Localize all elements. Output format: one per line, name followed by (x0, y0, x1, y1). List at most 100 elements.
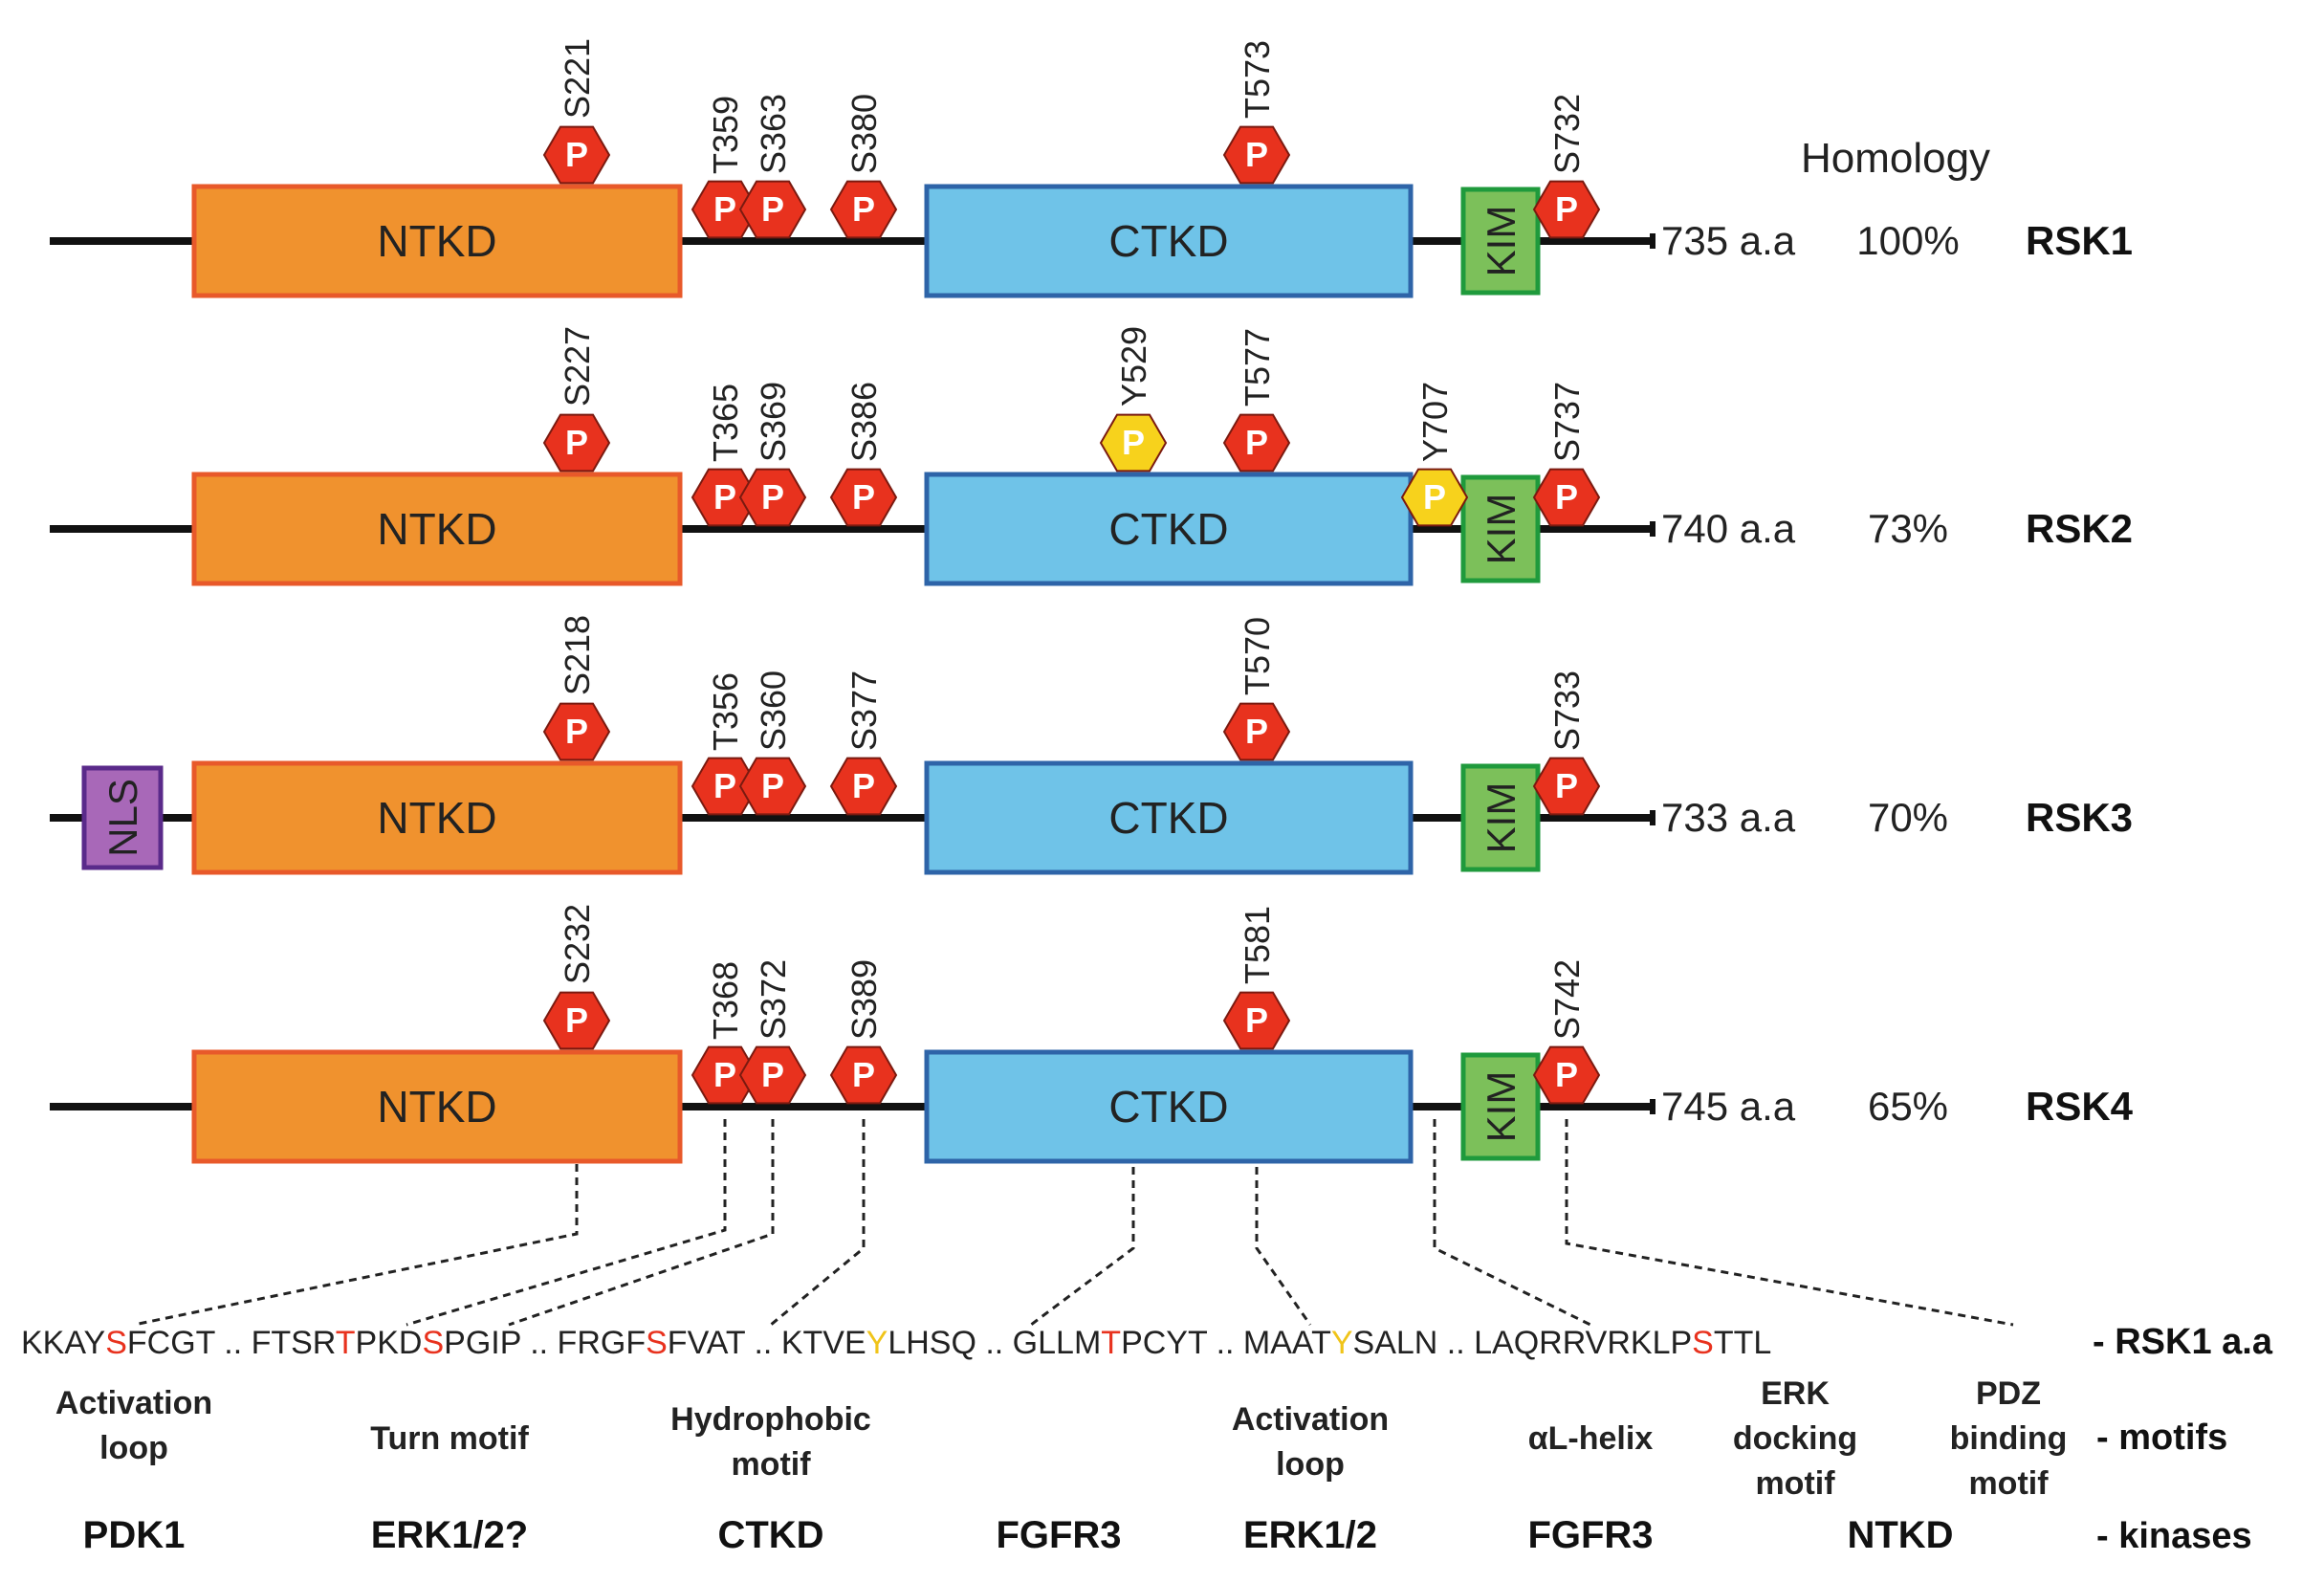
sequence-segment: FCGT .. FTSR (127, 1325, 336, 1361)
phospho-hexagon (829, 757, 898, 816)
site-label-ctkd: T570 (1238, 617, 1277, 695)
kinase-label: FGFR3 (996, 1514, 1121, 1556)
highlighted-residue: S (105, 1325, 127, 1361)
site-label-linker-2: S372 (754, 959, 793, 1040)
phospho-hexagon (542, 125, 611, 185)
site-label-ctkd: T581 (1238, 906, 1277, 984)
motif-line: binding (1950, 1420, 2068, 1457)
sequence-segment: LHSQ .. GLLM (888, 1325, 1101, 1361)
phospho-symbol: P (1245, 1000, 1268, 1040)
phospho-site-ctkd: P (1222, 125, 1291, 185)
phospho-symbol: P (852, 766, 875, 805)
site-label-ntkd: S227 (558, 326, 597, 407)
site-label-linker-1: T356 (706, 672, 745, 751)
sequence-row-label: - RSK1 a.a (2093, 1322, 2273, 1362)
motif-line: Hydrophobic (670, 1401, 871, 1438)
phospho-symbol: P (713, 766, 736, 805)
phospho-site-linker-3: P (829, 468, 898, 527)
dashed-connector-2 (406, 1119, 727, 1327)
site-label-kim: S732 (1547, 94, 1587, 174)
sequence-segment: TTL (1714, 1325, 1771, 1361)
ctkd-label: CTKD (1108, 216, 1228, 266)
phospho-hexagon (691, 1045, 759, 1105)
kim-domain (1460, 474, 1541, 583)
kinase-label: ERK1/2 (1243, 1514, 1377, 1556)
site-label-ntkd: S221 (558, 38, 597, 119)
site-label-linker-1: T359 (706, 96, 745, 174)
kim-domain (1460, 1052, 1541, 1161)
sequence-segment: PKD (356, 1325, 423, 1361)
kim-label: KIM (1479, 782, 1524, 854)
phospho-symbol: P (1245, 135, 1268, 174)
phospho-site-linker-1: P (691, 1045, 759, 1105)
phospho-site-linker-2: P (738, 757, 807, 816)
kim-domain (1460, 763, 1541, 872)
site-label-ntkd: S218 (558, 615, 597, 695)
phospho-site-linker-1: P (691, 757, 759, 816)
site-label-tyr-ctkd: Y529 (1114, 326, 1153, 407)
phospho-hexagon (542, 702, 611, 761)
site-label-linker-1: T365 (706, 384, 745, 462)
ctkd-label: CTKD (1108, 504, 1228, 554)
ntkd-label: NTKD (377, 793, 496, 843)
phospho-symbol: P (565, 712, 588, 751)
phospho-symbol: P (1122, 423, 1145, 462)
phospho-site-linker-3: P (829, 1045, 898, 1105)
phospho-hexagon (738, 757, 807, 816)
motifs-row-label: - motifs (2096, 1418, 2227, 1458)
motif-line: PDZ (1976, 1375, 2041, 1412)
site-label-linker-2: S363 (754, 94, 793, 174)
phospho-hexagon (1532, 180, 1601, 239)
phospho-site-ntkd: P (542, 413, 611, 473)
phospho-site-linker-1: P (691, 180, 759, 239)
ctkd-domain (924, 184, 1414, 298)
nls-label: NLS (100, 779, 145, 857)
sequence-segment: SALN .. LAQRRVRKLP (1353, 1325, 1693, 1361)
kim-label: KIM (1479, 1071, 1524, 1143)
site-label-linker-3: S386 (844, 382, 884, 462)
highlighted-residue: S (646, 1325, 668, 1361)
phospho-symbol: P (761, 189, 784, 229)
motif-line: Turn motif (370, 1420, 529, 1457)
phospho-symbol: P (1245, 423, 1268, 462)
phospho-symbol: P (1245, 712, 1268, 751)
sequence-connectors (133, 1119, 2014, 1327)
phospho-hexagon (1222, 991, 1291, 1050)
phospho-hexagon (829, 180, 898, 239)
ntkd-domain (191, 184, 683, 298)
phospho-site-tyr-kim: P (1400, 468, 1469, 527)
phospho-hexagon (1222, 125, 1291, 185)
kinase-label: NTKD (1847, 1514, 1953, 1556)
site-label-linker-2: S369 (754, 382, 793, 462)
dashed-connector-4 (770, 1119, 866, 1327)
phospho-symbol: P (761, 766, 784, 805)
homology-percent: 73% (1868, 506, 1948, 551)
site-label-ntkd: S232 (558, 904, 597, 984)
phospho-site-tyr-ctkd: P (1099, 413, 1168, 473)
dashed-connector-6 (1255, 1167, 1312, 1326)
phospho-site-linker-2: P (738, 180, 807, 239)
site-label-kim: S742 (1547, 959, 1587, 1040)
kim-label: KIM (1479, 206, 1524, 277)
homology-percent: 65% (1868, 1084, 1948, 1129)
isoform-name: RSK4 (2026, 1084, 2134, 1129)
sequence-segment: KKAY (21, 1325, 105, 1361)
phospho-hexagon (691, 180, 759, 239)
phospho-hexagon (829, 1045, 898, 1105)
ntkd-domain (191, 472, 683, 586)
phospho-symbol: P (1555, 1055, 1578, 1094)
phospho-site-linker-3: P (829, 180, 898, 239)
ctkd-domain (924, 760, 1414, 875)
phospho-site-ntkd: P (542, 702, 611, 761)
nls-domain (81, 765, 164, 870)
phospho-symbol: P (852, 189, 875, 229)
site-label-linker-1: T368 (706, 961, 745, 1040)
phospho-site-ctkd: P (1222, 702, 1291, 761)
phospho-symbol: P (713, 477, 736, 517)
highlighted-residue: T (336, 1325, 356, 1361)
motif-line: motif (731, 1446, 811, 1483)
